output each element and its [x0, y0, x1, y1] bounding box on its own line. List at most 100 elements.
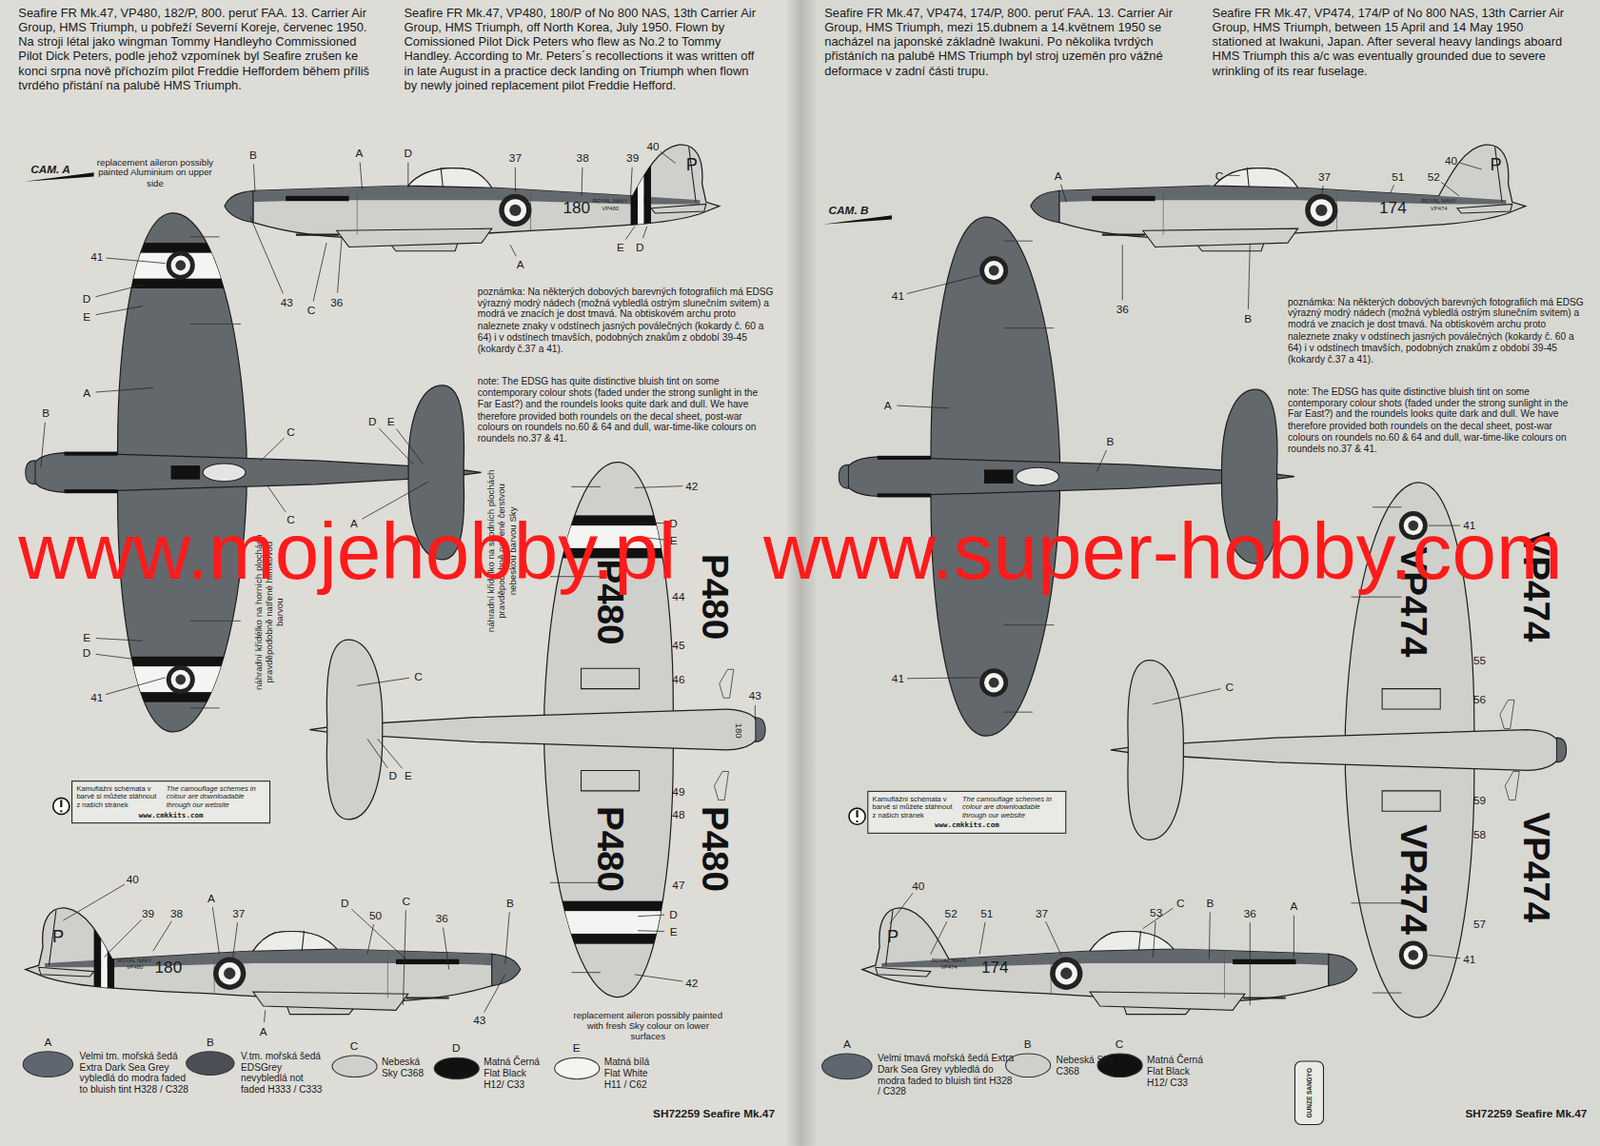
callout-number: 37	[509, 152, 522, 165]
serial-stencil: VP480	[126, 964, 144, 970]
side-view	[224, 142, 720, 256]
leader-line	[96, 638, 143, 642]
leader-line	[40, 422, 45, 468]
decal-outline	[719, 669, 734, 698]
leader-line	[378, 428, 414, 465]
stripe	[533, 910, 689, 934]
stripe	[102, 253, 258, 279]
leader-line	[930, 921, 948, 954]
callout-number: 36	[330, 296, 343, 309]
exhaust	[64, 452, 119, 456]
callout-number: 40	[1444, 154, 1458, 167]
callout-number: A	[516, 257, 525, 271]
roundel-centre	[1407, 949, 1419, 961]
canopy-frame	[1138, 930, 1141, 950]
leader-line	[625, 226, 634, 240]
stripe	[94, 906, 102, 1019]
callout-number: C	[1215, 169, 1225, 182]
exhaust	[395, 959, 459, 965]
callout-number: 37	[232, 907, 245, 920]
leader-line	[754, 705, 756, 721]
info-icon	[855, 809, 858, 823]
canopy-frame	[440, 167, 443, 187]
legend-text: Matná Černá Flat Black H12/ C33	[1146, 1055, 1210, 1089]
notice-text: www.cmkkits.com	[76, 810, 265, 820]
callout-number: 51	[980, 907, 993, 920]
notice-box: Kamuflážní schémata v barvě si můžete st…	[867, 790, 1067, 834]
serial-stencil: ROYAL NAVY	[1421, 197, 1457, 204]
callout-number: 42	[685, 479, 698, 493]
canopy	[202, 463, 246, 482]
callout-number: A	[1289, 900, 1298, 913]
radiator	[581, 668, 640, 791]
callout-number: C	[1115, 1037, 1125, 1050]
roundel-ring	[984, 260, 1004, 280]
note-text: poznámka: Na některých dobových barevnýc…	[1287, 296, 1584, 365]
leader-line	[103, 919, 141, 957]
leader-line	[1152, 921, 1156, 958]
callout-number: E	[82, 310, 91, 323]
callout-number: 38	[170, 907, 183, 920]
canopy-frame	[301, 930, 304, 950]
color-swatch	[22, 1050, 75, 1078]
callout-number: 36	[435, 911, 449, 925]
roundel-ring	[1055, 962, 1078, 985]
fuselage	[1059, 144, 1526, 239]
spinner	[838, 464, 849, 489]
canopy-frame	[1246, 167, 1249, 187]
roundel-ring	[1304, 194, 1338, 227]
serial-stencil: ROYAL NAVY	[931, 957, 968, 964]
legend-text: Velmi tm. mořská šedá Extra Dark Sea Gre…	[79, 1050, 195, 1096]
callout-number: D	[388, 769, 397, 782]
scheme-tag: CAM. A	[30, 163, 70, 177]
stripe	[100, 906, 107, 1019]
scheme-tag: CAM. B	[829, 203, 870, 217]
leader-line	[1096, 450, 1107, 472]
leader-line	[510, 244, 516, 257]
leader-line	[96, 306, 143, 316]
callout-number: 55	[1473, 653, 1486, 667]
callout-number: 59	[1473, 793, 1486, 807]
roundel-ring	[504, 198, 527, 221]
color-swatch	[553, 1057, 600, 1081]
leader-line	[1122, 244, 1124, 300]
spinner	[224, 190, 254, 222]
code-number: 180	[155, 958, 183, 977]
callout-number: D	[82, 293, 92, 306]
wing	[1143, 228, 1299, 247]
leader-line	[153, 921, 173, 951]
leader-line	[62, 884, 125, 921]
leader-line	[907, 676, 980, 679]
leader-line	[907, 275, 980, 294]
callout-number: C	[401, 894, 411, 908]
roundel-centre	[175, 674, 186, 686]
serial-stencil: ROYAL NAVY	[117, 957, 153, 964]
side-view	[862, 908, 1358, 1015]
code-number: 174	[1379, 198, 1407, 218]
serial-stencil: VP474	[940, 964, 958, 970]
roundel-ring	[171, 670, 191, 690]
footer-text: SH72259 Seafire Mk.47	[652, 1106, 775, 1120]
leader-line	[250, 216, 284, 294]
callout-number: 43	[749, 690, 762, 703]
notice-box: Kamuflážní schémata v barvě si můžete st…	[71, 780, 271, 824]
leader-line	[1460, 162, 1482, 170]
roundel-ring	[166, 665, 196, 694]
roundel-centre	[1060, 967, 1072, 980]
leader-line	[105, 257, 165, 264]
logo-frame	[1294, 1061, 1324, 1125]
decal-outline	[713, 770, 729, 800]
leader-line	[637, 929, 665, 932]
callout-number: 36	[1116, 302, 1129, 316]
roundel-ring	[498, 194, 532, 227]
callout-number: D	[340, 896, 350, 909]
roundel	[498, 194, 532, 227]
leader-line	[1061, 184, 1067, 203]
roundel-ring	[979, 256, 1008, 285]
header-text: Seafire FR Mk.47, VP480, 180/P of No 800…	[404, 5, 764, 93]
header-text: Seafire FR Mk.47, VP474, 174/P, 800. per…	[824, 5, 1187, 79]
decal-outline	[1500, 699, 1515, 729]
anti-glare	[984, 469, 1014, 484]
leader-line	[1441, 181, 1460, 197]
